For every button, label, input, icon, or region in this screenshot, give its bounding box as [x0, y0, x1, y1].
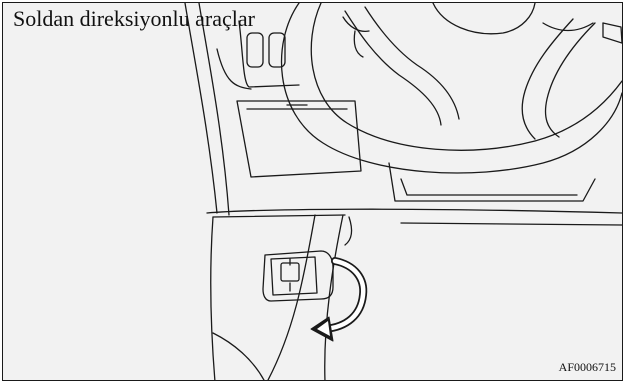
dash-button-1 [247, 33, 263, 67]
left-trim-line-1 [185, 3, 217, 213]
rocker-switch-icon [263, 251, 333, 301]
steering-wheel-rim [282, 3, 622, 173]
curved-arrow-icon [311, 261, 363, 341]
steering-wheel-spoke-left [345, 11, 441, 125]
steering-wheel-spoke-right [522, 19, 573, 139]
dashboard-illustration [3, 3, 623, 381]
steering-wheel-spoke-left-2 [365, 7, 459, 119]
lower-console [237, 101, 361, 177]
steering-wheel-spoke-right-2 [546, 23, 596, 137]
switch-knob [281, 263, 299, 281]
figure-caption: Soldan direksiyonlu araçlar [13, 6, 255, 32]
steering-wheel-hub [433, 3, 535, 34]
figure-code: AF0006715 [559, 360, 616, 375]
knee-panel [207, 209, 622, 213]
